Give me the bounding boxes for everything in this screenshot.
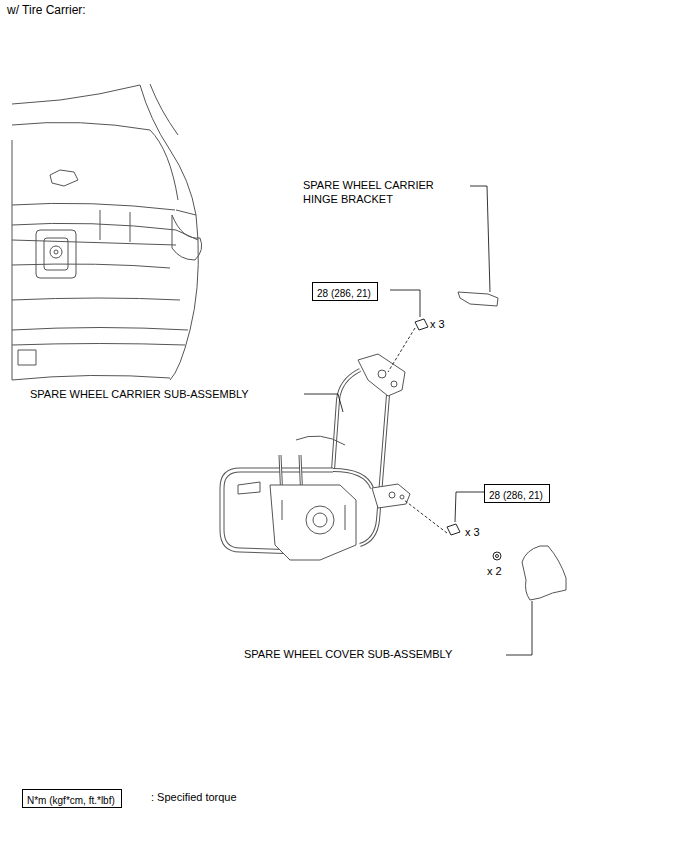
torque-legend-box: N*m (kgf*cm, ft.*lbf) (22, 789, 122, 808)
torque-box: 28 (286, 21) (312, 282, 378, 301)
part-name: SPARE WHEEL COVER SUB-ASSEMBLY (243, 647, 453, 661)
heading: w/ Tire Carrier: (6, 3, 87, 17)
part-name: SPARE WHEEL CARRIER HINGE BRACKET (302, 178, 469, 206)
quantity: x 3 (464, 525, 481, 539)
quantity: x 2 (486, 564, 503, 578)
legend-text: : Specified torque (150, 790, 238, 804)
torque-value: 28 (286, 21) (485, 488, 547, 504)
torque-value: N*m (kgf*cm, ft.*lbf) (23, 793, 119, 809)
part-name: SPARE WHEEL CARRIER SUB-ASSEMBLY (29, 387, 250, 401)
quantity: x 3 (429, 317, 446, 331)
torque-value: 28 (286, 21) (313, 286, 375, 302)
torque-box: 28 (286, 21) (484, 484, 550, 503)
